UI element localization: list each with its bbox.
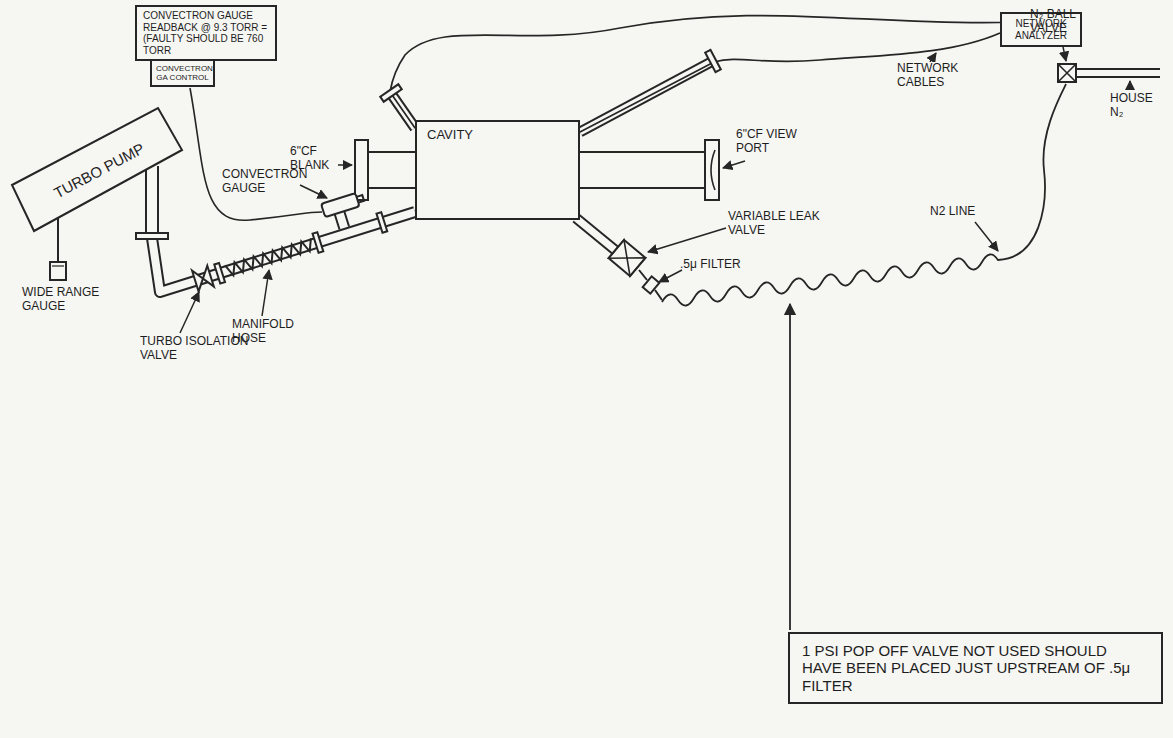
- part-label: HOUSE N₂: [1110, 92, 1166, 120]
- label-box: CAVITY: [415, 120, 580, 220]
- viewport-tube-line: [580, 151, 705, 153]
- leader-arrow: [180, 292, 199, 333]
- leader-arrow: [975, 222, 998, 251]
- part-label: .5μ FILTER: [680, 258, 770, 272]
- corrugated-hose: [225, 238, 314, 276]
- pump-body: [12, 108, 182, 231]
- connector-line: [390, 15, 1000, 128]
- leader-group: [180, 42, 1130, 630]
- manifold-flange: [214, 263, 225, 284]
- filter-line: [639, 270, 662, 300]
- leader-arrow: [930, 53, 936, 62]
- part-label: VARIABLE LEAK VALVE: [728, 210, 820, 238]
- leader-arrow: [723, 161, 745, 168]
- node-text: CONVECTRON GAUGE READBACK @ 9.3 TORR = (…: [143, 10, 269, 56]
- cf-flange: [705, 50, 721, 72]
- tube-group: [392, 62, 711, 250]
- leader-arrow: [262, 270, 269, 316]
- network-cable: [580, 33, 1000, 132]
- pump-box: TURBO PUMP: [8, 103, 190, 238]
- port-tube: [576, 218, 615, 250]
- label-box: CONVECTRON GA CONTROL: [150, 59, 215, 87]
- stub-line: [157, 166, 159, 236]
- filter: [643, 276, 660, 293]
- leader-arrow: [1129, 81, 1131, 90]
- ball-valve-x: [1058, 64, 1076, 82]
- manifold-pipe: [152, 212, 415, 292]
- pipe-bore: [152, 212, 415, 292]
- network-cable: [390, 15, 1000, 128]
- house-n2-pipe: [1076, 69, 1160, 77]
- part-label: N2 LINE: [930, 205, 982, 219]
- leader-arrow: [338, 164, 352, 166]
- wide-range-gauge: [50, 262, 66, 280]
- isolation-valve: [192, 266, 214, 292]
- part-label: CONVECTRON GAUGE: [222, 168, 352, 196]
- part-label: N₂ BALL VALVE: [1030, 8, 1102, 36]
- label-box: CONVECTRON GAUGE READBACK @ 9.3 TORR = (…: [135, 5, 277, 61]
- ball-valve: [1058, 64, 1076, 82]
- flange-rect: [380, 84, 401, 101]
- blank-tube-line: [368, 151, 415, 153]
- viewport-tube-line: [580, 187, 705, 189]
- part-label: TURBO ISOLATION VALVE: [140, 335, 265, 363]
- cf-flange: [380, 84, 401, 101]
- label-box: 1 PSI POP OFF VALVE NOT USED SHOULD HAVE…: [788, 632, 1163, 704]
- note-arrow: [789, 304, 791, 630]
- convectron-gauge: [321, 193, 360, 217]
- node-text: CAVITY: [427, 128, 568, 143]
- manifold-flange: [313, 232, 324, 253]
- manifold-flange: [376, 212, 387, 233]
- leader-arrow: [659, 270, 682, 282]
- node-text: 1 PSI POP OFF VALVE NOT USED SHOULD HAVE…: [802, 642, 1149, 694]
- connector-line: [580, 33, 1000, 132]
- gauge-stem: [57, 218, 59, 262]
- part-label: WIDE RANGE GAUGE: [22, 286, 104, 314]
- leader-arrow: [300, 185, 327, 198]
- filter-body: [643, 276, 660, 293]
- n2-line: [662, 84, 1066, 306]
- connector-line: [152, 212, 415, 292]
- gauge-connector: [357, 195, 365, 203]
- flange-rect: [705, 50, 721, 72]
- viewport-flange: [705, 140, 719, 200]
- gauge-detail: [52, 265, 64, 266]
- blank-tube-line: [368, 187, 415, 189]
- leader-arrow: [648, 228, 726, 252]
- viewport-window: [711, 150, 715, 190]
- stub-flange: [136, 233, 168, 239]
- node-text: CONVECTRON GA CONTROL: [156, 64, 209, 82]
- cable-label: NETWORK CABLES: [895, 62, 979, 90]
- port-tube-bore: [576, 218, 615, 250]
- manifold-parts: [185, 187, 388, 291]
- blank-flange: [355, 140, 368, 200]
- part-label: 6"CF VIEW PORT: [736, 128, 806, 156]
- turbo-stub: [136, 166, 168, 239]
- stub-line: [145, 168, 147, 236]
